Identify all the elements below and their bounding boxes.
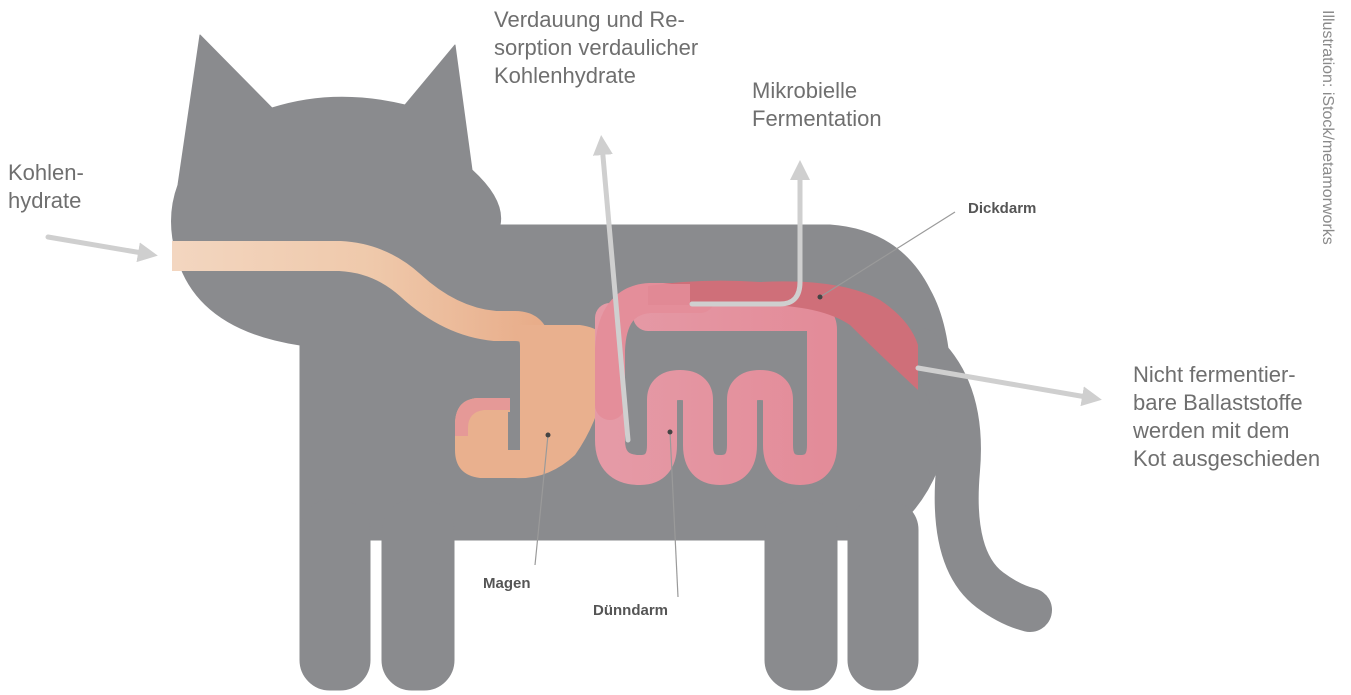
label-duenndarm: Dünndarm	[593, 602, 668, 619]
leader-magen-dot	[546, 433, 551, 438]
cat-leg-back-left	[765, 500, 837, 690]
label-magen: Magen	[483, 575, 531, 592]
cat-leg-front-right	[382, 500, 454, 690]
arrow-carbohydrates-in	[48, 237, 148, 254]
image-credit: Illustration: iStock/metamorworks	[1318, 10, 1336, 245]
label-dickdarm: Dickdarm	[968, 200, 1036, 217]
label-carbohydrates: Kohlen- hydrate	[8, 159, 84, 215]
cat-leg-front-left	[300, 500, 370, 690]
label-digestion-absorption: Verdauung und Re- sorption verdaulicher …	[494, 6, 698, 90]
cat-leg-back-right	[848, 500, 918, 690]
cat-tail	[920, 350, 1030, 610]
label-fermentation: Mikrobielle Fermentation	[752, 77, 882, 133]
leader-dickdarm-dot	[818, 295, 823, 300]
leader-duenndarm-dot	[668, 430, 673, 435]
label-excretion: Nicht fermentier- bare Ballaststoffe wer…	[1133, 361, 1320, 473]
